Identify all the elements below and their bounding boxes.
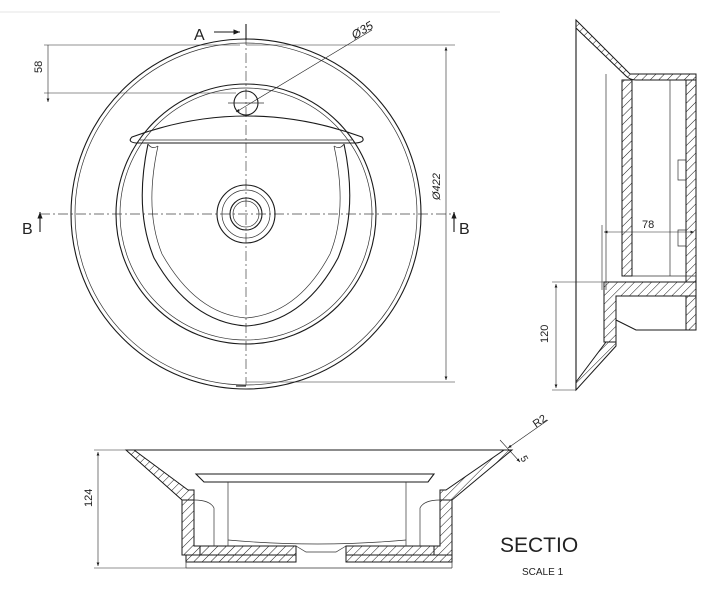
side-drain-step — [677, 159, 686, 181]
basin-edge-circle — [115, 83, 377, 345]
section-basin-top — [194, 473, 436, 483]
drain-hole-inner-circle — [232, 200, 260, 228]
bowl-corner-left — [147, 143, 159, 148]
radius-leader — [507, 419, 549, 449]
drain-outer-circle — [216, 184, 276, 244]
side-lower-rim-section — [575, 341, 617, 392]
bowl-outline — [141, 143, 351, 327]
bowl-inner-outline — [151, 145, 341, 319]
side-drain-step-2 — [677, 229, 686, 247]
side-upper-rim-section — [575, 18, 697, 81]
section-left-wing — [124, 449, 195, 501]
drain-ring-circle — [221, 189, 271, 239]
section-left-wall — [181, 499, 201, 556]
side-section-view: 78 120 — [539, 18, 697, 392]
section-drain-right — [345, 554, 453, 563]
side-lower-profile — [615, 319, 696, 331]
hole-diameter-leader — [235, 29, 373, 113]
thickness-leader — [499, 439, 521, 463]
section-height-label: 124 — [83, 489, 95, 507]
section-drain-left — [185, 554, 297, 563]
bowl-corner-right — [333, 143, 345, 148]
section-scale: SCALE 1 — [522, 567, 564, 578]
section-bottom-plate-right — [345, 545, 435, 556]
section-basin-floor — [227, 539, 407, 545]
tap-shelf — [129, 115, 364, 144]
section-basin-right-wall — [419, 499, 441, 546]
section-right-wall — [433, 499, 453, 556]
hole-diameter-label: Ø35 — [348, 18, 376, 42]
section-radius-label: R2 — [531, 413, 549, 431]
section-drain-outline — [295, 545, 347, 553]
side-height-label: 120 — [539, 325, 551, 343]
section-a-label: A — [194, 27, 205, 44]
section-thickness-label: 5 — [517, 454, 530, 465]
section-right-wing — [439, 449, 514, 501]
side-bottom-plate-section — [603, 281, 697, 343]
outer-diameter-label: Ø422 — [431, 173, 443, 201]
outer-rim-inner-circle — [74, 42, 418, 386]
hole-offset-label: 58 — [33, 61, 45, 73]
side-basin-wall-section — [621, 79, 633, 277]
drain-hole-circle — [229, 197, 263, 231]
bottom-section-view: 124 R2 5 SECTIO SCALE 1 — [83, 413, 578, 578]
side-width-label: 78 — [642, 219, 654, 231]
section-title: SECTIO — [500, 534, 578, 557]
front-view: Ø35 58 Ø422 A B B — [22, 18, 470, 390]
section-bottom-plate — [199, 545, 297, 556]
section-b-label-right: B — [459, 221, 470, 238]
section-b-label-left: B — [22, 221, 33, 238]
basin-inner-circle — [119, 87, 373, 341]
section-basin-left-wall — [193, 499, 215, 546]
